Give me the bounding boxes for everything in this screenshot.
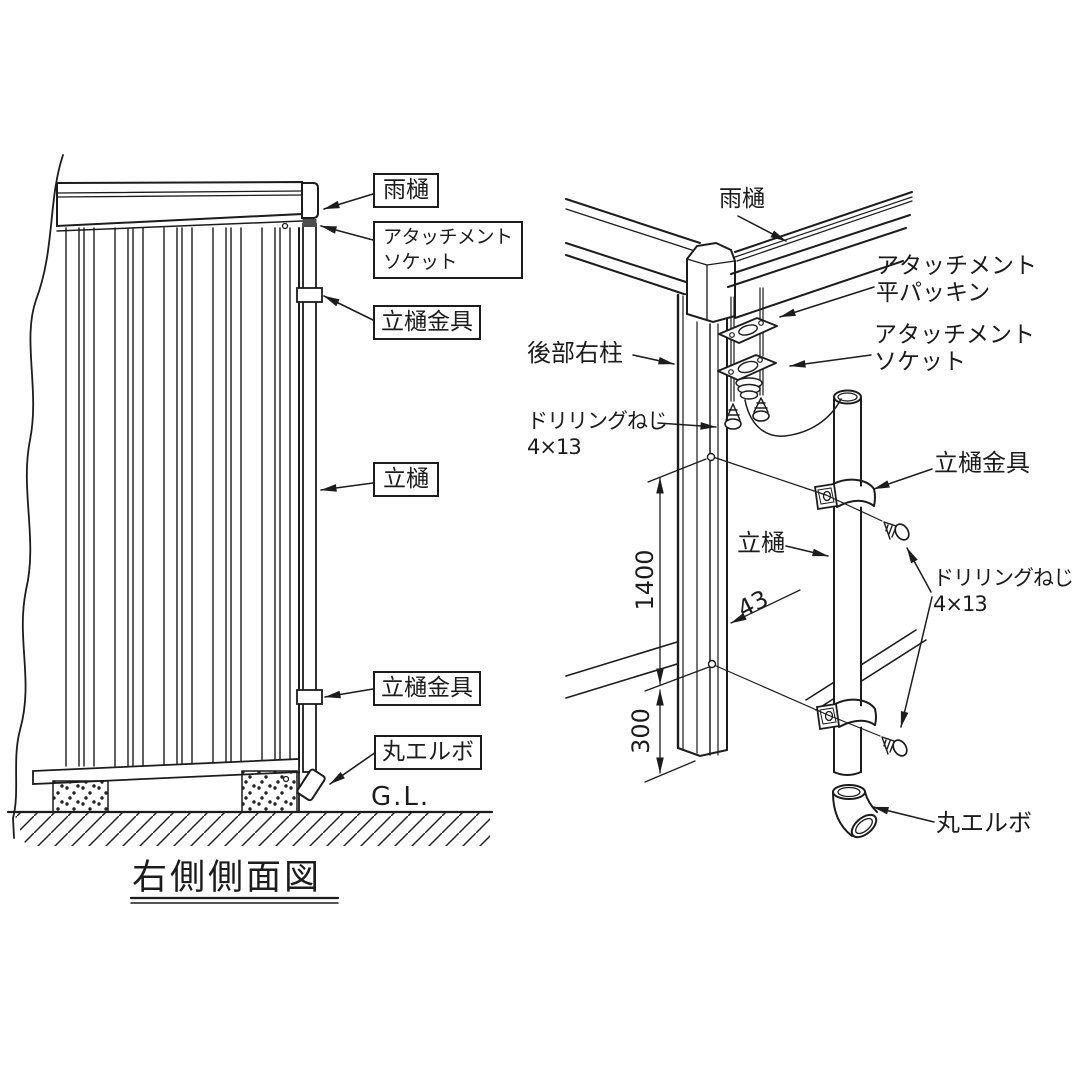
label-line: 4×13: [933, 592, 988, 616]
dim-300: 300: [627, 708, 655, 754]
round-elbow-iso: [832, 784, 878, 839]
label-line: ドリリングねじ: [933, 566, 1074, 590]
label-drilling-screw-post: ドリリングねじ 4×13: [527, 408, 668, 460]
bracket-screw-lower: [881, 736, 908, 757]
attachment-socket-plate: [717, 354, 777, 381]
label-line: アタッチメント: [876, 253, 1037, 279]
gutter-corner-block: [686, 241, 736, 324]
label-flat-packing: アタッチメント 平パッキン: [876, 253, 1037, 307]
beam-screw-hole: [281, 222, 289, 230]
flat-packing-leader: [779, 286, 875, 318]
foundation-block-left: [52, 780, 109, 813]
bracket-upper-leader: [323, 295, 374, 321]
rain-gutter-leader: [323, 193, 374, 210]
left-view-leaders: [320, 193, 377, 785]
label-rain-gutter: 雨樋: [373, 173, 439, 208]
attachment-assembly: [717, 287, 778, 430]
foundation: [52, 770, 300, 813]
lower-rails: [565, 629, 927, 711]
bracket-lower-leader: [324, 688, 374, 699]
post-hole-lower: [707, 659, 717, 669]
label-rear-right-post: 後部右柱: [527, 339, 623, 367]
pipe-bracket-lower: [296, 689, 323, 705]
post-hole-upper: [706, 452, 716, 462]
label-round-elbow: 丸エルボ: [374, 735, 482, 770]
socket-spigot: [735, 377, 763, 400]
elbow-leader-r: [872, 806, 935, 823]
label-attachment-socket-r: アタッチメント ソケット: [874, 322, 1035, 376]
rain-gutter-leader-r: [737, 215, 787, 242]
rear-post-leader: [632, 354, 675, 365]
foundation-block-right: [241, 770, 298, 813]
round-elbow-part: [296, 768, 326, 802]
ground-hatch: [14, 813, 490, 846]
dim-43-line: [730, 589, 801, 624]
downspout-leader: [320, 482, 374, 492]
left-beam: [565, 198, 701, 296]
view-caption: 右側側面図: [132, 858, 323, 898]
caption-underline: [129, 896, 340, 904]
label-bracket-upper: 立樋金具: [373, 305, 481, 340]
label-line: アタッチメント: [383, 226, 513, 248]
socket-to-pipe-curve: [744, 398, 842, 437]
label-line: ソケット: [383, 251, 458, 273]
socket-leader-r: [789, 354, 872, 368]
downspout-leader-r: [785, 545, 829, 557]
gutter-beam: [56, 180, 319, 232]
flat-packing-plate: [718, 317, 778, 344]
label-line: 平パッキン: [876, 280, 991, 306]
pipe-bracket-upper-iso: [813, 478, 876, 511]
corrugated-panel: [65, 227, 300, 767]
label-downspout: 立樋: [373, 462, 439, 497]
dim-1400: 1400: [631, 549, 659, 611]
screw-axis-lines: [712, 456, 883, 737]
gutter-end-cap: [301, 182, 319, 219]
right-detail-view: [565, 191, 935, 839]
drill-screw-bracket-leader-down: [900, 596, 933, 728]
attachment-socket-leader: [320, 225, 374, 241]
drill-screw-bracket-leader-up: [906, 547, 932, 593]
bracket-leader-r: [873, 468, 933, 490]
right-beam-gutter: [727, 191, 913, 319]
dimension-lines: [644, 458, 801, 783]
rear-right-post: [676, 293, 728, 758]
label-ground-level: G.L.: [371, 782, 431, 812]
label-bracket-r: 立樋金具: [934, 449, 1030, 477]
label-line: ドリリングねじ: [527, 409, 668, 433]
label-round-elbow-r: 丸エルボ: [936, 809, 1032, 837]
label-attachment-socket: アタッチメント ソケット: [373, 221, 523, 279]
break-line: [12, 154, 64, 839]
label-drilling-screw-bracket: ドリリングねじ 4×13: [933, 565, 1074, 617]
drilling-screw-left: [724, 403, 742, 430]
label-bracket-lower: 立樋金具: [373, 671, 481, 706]
pipe-bracket-upper: [296, 287, 323, 303]
label-downspout-r: 立樋: [737, 529, 785, 557]
right-view-leaders: [632, 215, 935, 823]
label-line: ソケット: [874, 349, 966, 375]
drilling-screw-right: [752, 397, 770, 422]
left-side-view: [6, 154, 494, 904]
drill-screw-post-leader: [657, 422, 717, 430]
label-line: アタッチメント: [874, 322, 1035, 348]
label-line: 4×13: [527, 435, 582, 459]
bracket-screw-upper: [883, 521, 910, 541]
elbow-leader: [329, 751, 377, 785]
attachment-socket-part: [302, 219, 317, 227]
label-rain-gutter-r: 雨樋: [719, 186, 765, 212]
